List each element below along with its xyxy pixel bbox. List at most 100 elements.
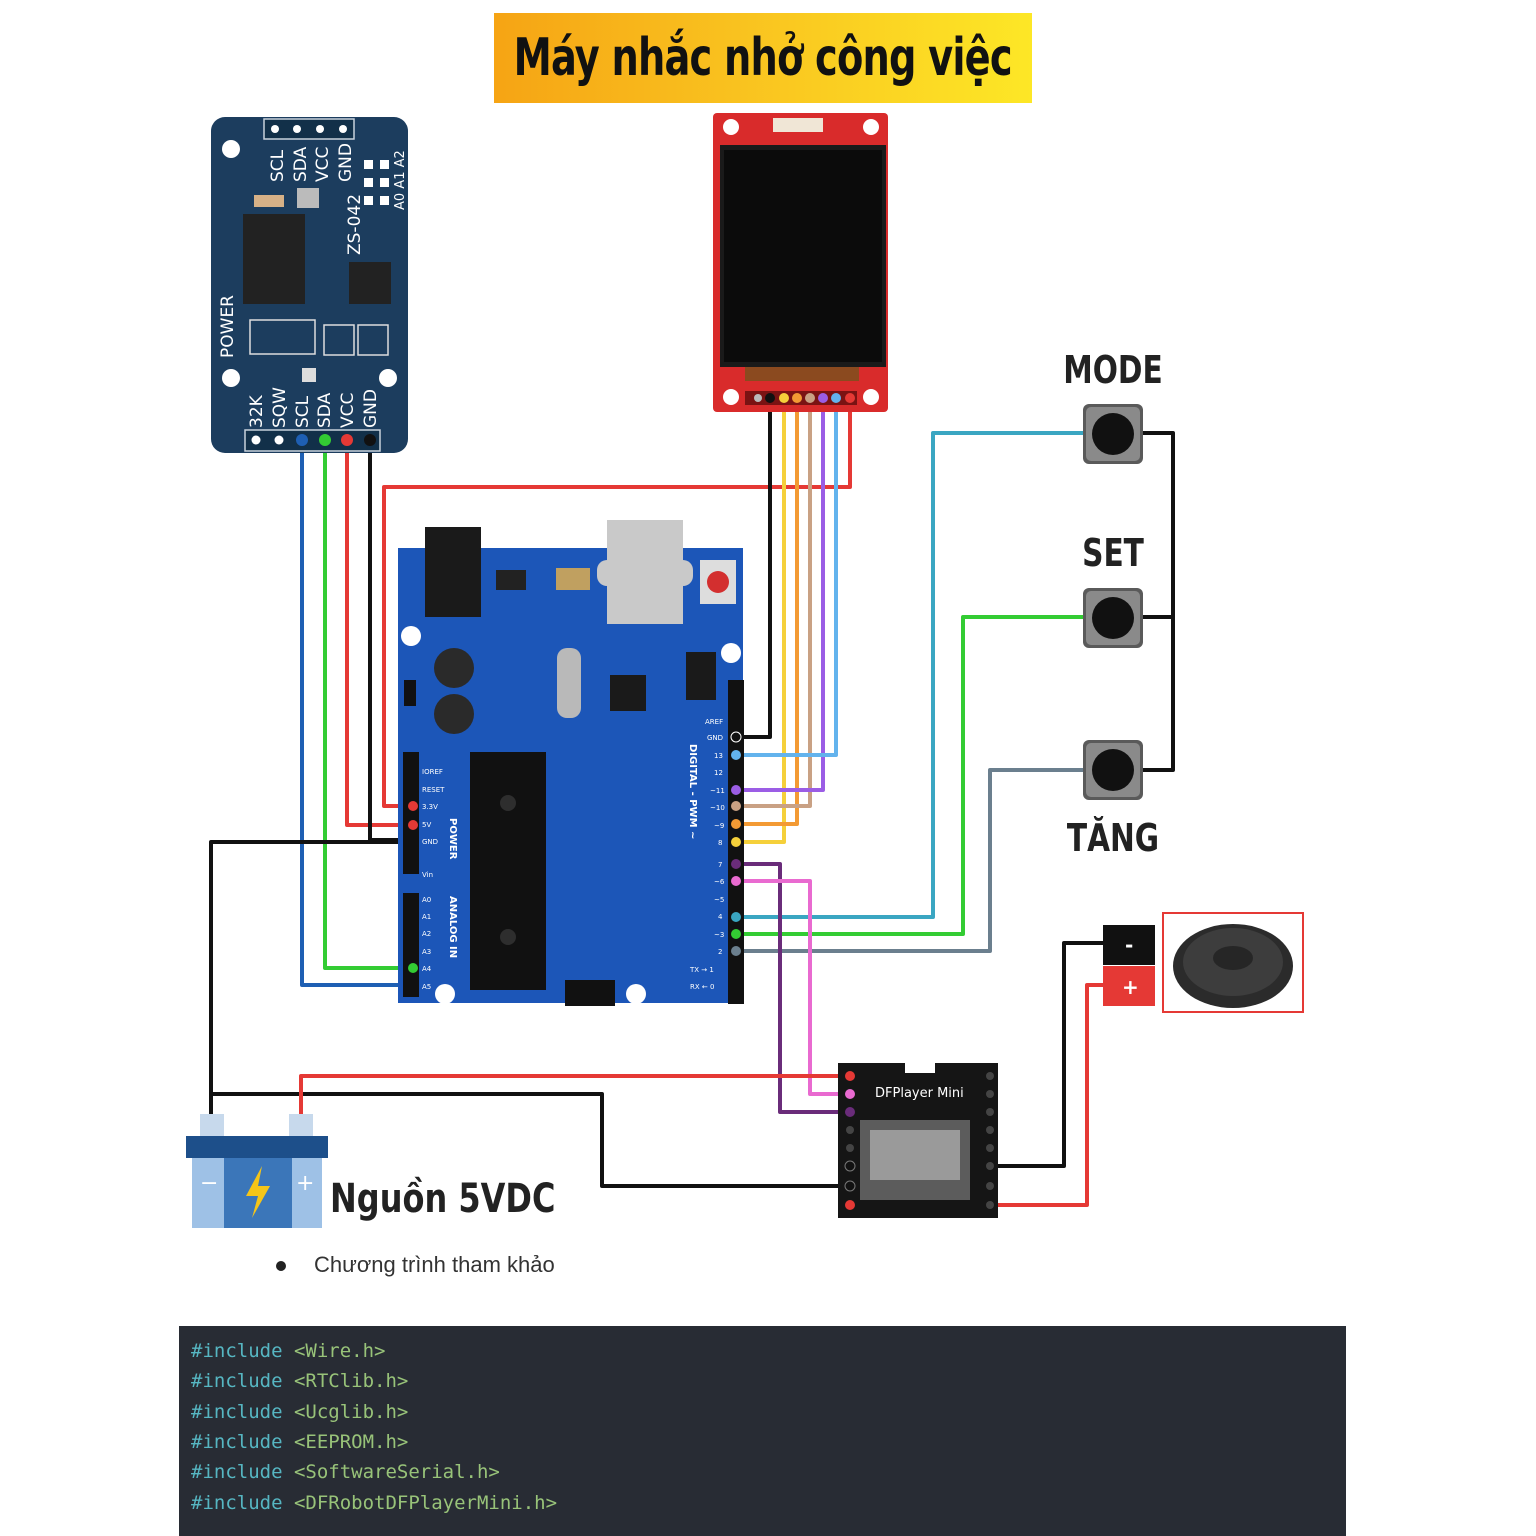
rtc-bottom-pin-4: VCC [338,393,358,428]
wire-df-rx [736,862,850,1114]
wire-tft-d4 [736,398,825,792]
dfplayer-label: DFPlayer Mini [875,1086,964,1101]
rtc-top-pin-1: SDA [291,146,311,182]
bullet-item: Chương trình tham khảo [276,1252,555,1278]
code-line: #include <Wire.h> [191,1340,385,1362]
arduino-digital-pin-8: 7 [718,861,722,869]
wire-psu-gnd-df [211,1092,850,1188]
code-keyword: #include [191,1340,283,1362]
rtc-module: SCL SDA VCC GND ZS-042 A0 A1 A2 POWER 32… [211,117,408,453]
code-header: <Ucglib.h> [293,1401,409,1423]
code-line: #include <SoftwareSerial.h> [191,1461,500,1483]
code-line: #include <RTClib.h> [191,1370,408,1392]
schematic-svg: SCL SDA VCC GND ZS-042 A0 A1 A2 POWER 32… [186,113,1304,1228]
rtc-top-pin-2: VCC [313,147,333,182]
tft-display [713,113,888,412]
speaker-plus-label: + [1122,975,1139,999]
wire-btn-mode [736,431,1086,919]
wire-tft-d5 [736,398,838,757]
arduino-digital-pin-4: ~11 [710,787,725,795]
wire-tft-d1 [736,398,786,844]
code-keyword: #include [191,1431,283,1453]
wire-psu-gnd [209,840,413,1115]
code-line: #include <DFRobotDFPlayerMini.h> [191,1492,557,1514]
wire-rtc-sda [323,440,413,970]
arduino-analog-pin-0: A0 [422,896,431,904]
arduino-digital-pin-0: AREF [705,718,723,726]
bullet-dot [276,1261,286,1272]
arduino-digital-pin-12: ~3 [714,931,724,939]
rtc-bottom-pin-1: SQW [270,387,290,428]
rtc-top-pin-0: SCL [268,149,288,182]
rtc-chip-label: ZS-042 [345,194,365,255]
arduino-analog-pin-1: A1 [422,913,431,921]
arduino-digital-pin-11: 4 [718,913,723,921]
arduino-section-analog: ANALOG IN [447,896,458,958]
wire-btn-tang [736,768,1086,953]
bullet-text: Chương trình tham khảo [314,1252,555,1277]
code-keyword: #include [191,1401,283,1423]
arduino-power-pin-5: Vin [422,871,433,879]
wires [209,398,1175,1207]
code-header: <DFRobotDFPlayerMini.h> [293,1492,558,1514]
arduino-power-pin-4: GND [422,838,438,846]
arduino-digital-pin-1: GND [707,734,723,742]
push-button-set [1083,588,1143,648]
arduino-digital-pin-6: ~9 [714,822,724,830]
rtc-bottom-pin-2: SCL [293,395,313,428]
button-label-set: SET [1082,531,1144,575]
wire-psu-vcc [299,1074,850,1115]
push-button-tang [1083,740,1143,800]
code-header: <Wire.h> [293,1340,386,1362]
wire-rtc-scl [300,440,413,987]
rtc-bottom-pin-3: SDA [315,392,335,428]
arduino-digital-pin-5: ~10 [710,804,725,812]
arduino-digital-pin-13: 2 [718,948,722,956]
title-banner: Máy nhắc nhở công việc [494,13,1032,103]
diagram-title: Máy nhắc nhở công việc [513,28,1013,88]
wire-tft-d2 [736,398,799,826]
dfplayer-mini: DFPlayer Mini [838,1063,998,1218]
rtc-addr-label: A0 A1 A2 [393,150,408,210]
rtc-bottom-pin-5: GND [361,389,381,428]
wire-rtc-vcc [345,440,413,827]
code-line: #include <EEPROM.h> [191,1431,408,1453]
battery-icon: − + [186,1114,328,1228]
code-block: #include <Wire.h> #include <RTClib.h> #i… [179,1326,1346,1536]
wire-tft-gnd [736,398,772,739]
speaker-minus-label: - [1125,933,1133,957]
button-label-mode: MODE [1063,348,1163,392]
arduino-analog-pin-3: A3 [422,948,431,956]
code-line: #include <Ucglib.h> [191,1401,408,1423]
rtc-power-label: POWER [218,295,238,358]
power-source-label: Nguồn 5VDC [330,1176,556,1222]
speaker: - + [1103,912,1304,1013]
arduino-uno: IOREF RESET 3.3V 5V GND Vin A0 A1 A2 A3 … [398,520,744,1006]
arduino-digital-pin-7: 8 [718,839,722,847]
battery-minus-label: − [200,1171,218,1196]
arduino-digital-pin-10: ~5 [714,896,724,904]
code-header: <RTClib.h> [293,1370,409,1392]
code-header: <SoftwareSerial.h> [293,1461,500,1483]
code-header: <EEPROM.h> [293,1431,409,1453]
arduino-power-pin-0: IOREF [422,768,443,776]
arduino-power-pin-3: 5V [422,821,431,829]
arduino-digital-pin-14: TX → 1 [689,966,714,974]
arduino-power-pin-2: 3.3V [422,803,438,811]
arduino-digital-pin-15: RX ← 0 [690,983,714,991]
wire-tft-d3 [736,398,812,808]
arduino-digital-pin-2: 13 [714,752,723,760]
arduino-section-power: POWER [447,818,458,860]
code-keyword: #include [191,1492,283,1514]
battery-plus-label: + [296,1171,314,1196]
arduino-analog-pin-5: A5 [422,983,431,991]
rtc-top-pin-3: GND [336,143,356,182]
arduino-section-digital: DIGITAL - PWM ~ [687,744,698,839]
code-keyword: #include [191,1461,283,1483]
wire-btn-set [736,615,1086,936]
push-button-mode [1083,404,1143,464]
arduino-analog-pin-4: A4 [422,965,432,973]
code-keyword: #include [191,1370,283,1392]
wire-df-tx [736,879,850,1096]
